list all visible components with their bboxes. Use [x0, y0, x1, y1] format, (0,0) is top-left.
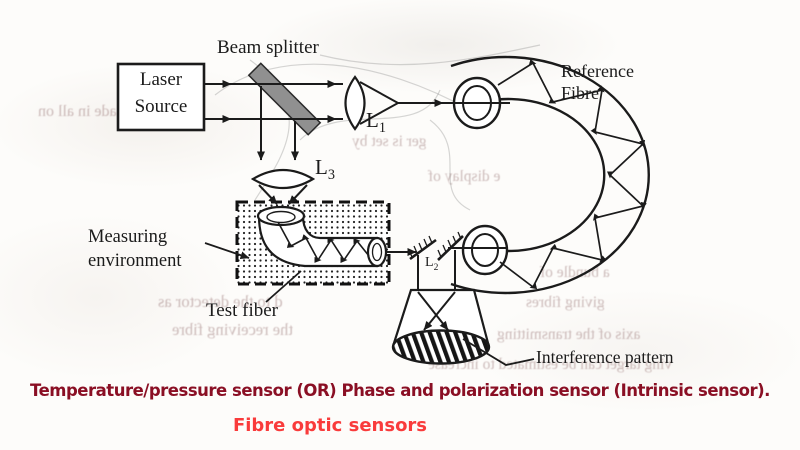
reference-fibre-label: Reference Fibre: [561, 60, 634, 104]
laser-source-box: [116, 62, 206, 132]
laser-source-label-line2: Source: [134, 96, 188, 117]
caption-sensor-type: Temperature/pressure sensor (OR) Phase a…: [30, 381, 770, 401]
test-fiber-label: Test fiber: [206, 300, 279, 321]
measuring-environment-label-line1: Measuring: [88, 227, 168, 247]
lens-l1-shape: [344, 75, 366, 131]
laser-beam-lines: [204, 80, 343, 123]
interference-pattern-ellipse: [391, 329, 491, 365]
laser-source-label-line1: Laser: [139, 69, 183, 90]
lens-l3-shape: [250, 169, 316, 189]
test-fiber-leader-line: [265, 270, 302, 303]
mirror-1: [408, 235, 437, 261]
reference-fibre-label-line2: Fibre: [561, 83, 599, 103]
reference-fibre-label-line1: Reference: [561, 61, 634, 81]
l3-focus-arrows: [258, 184, 308, 205]
interference-pattern-label: Interference pattern: [536, 347, 674, 367]
mirror-down-beams: [417, 250, 456, 292]
beam-splitter-label: Beam splitter: [217, 37, 319, 58]
mirror-2: [437, 231, 464, 261]
beam-splitter-shape: [247, 62, 322, 136]
reference-fibre-ray-zigzag: [497, 59, 647, 290]
measuring-env-leader-arrow: [204, 242, 250, 260]
lens-l1-label: L1: [366, 108, 386, 137]
test-fiber-ray-zigzag: [277, 221, 370, 263]
measuring-environment-label-line2: environment: [88, 251, 182, 271]
lens-l3-label: L3: [315, 155, 335, 184]
caption-figure-title: Fibre optic sensors: [232, 415, 428, 436]
split-beam-down-lines: [257, 86, 299, 161]
lens-l2-label: L2: [425, 255, 439, 273]
measuring-environment-label: Measuring environment: [88, 225, 182, 273]
interference-leader-line: [462, 338, 535, 366]
laser-source-label: Laser Source: [118, 66, 204, 120]
crossing-beams: [417, 291, 456, 331]
